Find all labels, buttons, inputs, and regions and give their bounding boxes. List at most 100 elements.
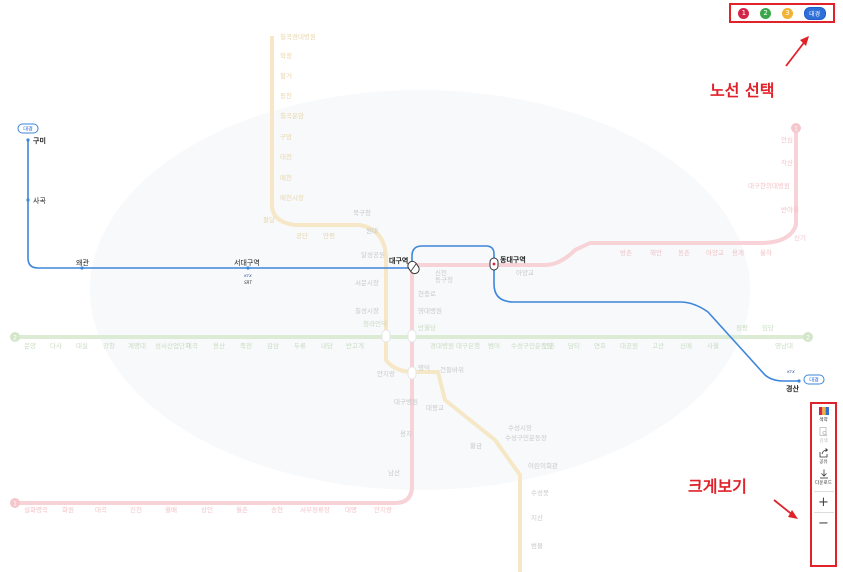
svg-text:대구역: 대구역 <box>389 256 408 265</box>
svg-text:신매: 신매 <box>680 341 692 350</box>
svg-text:동대구역: 동대구역 <box>500 255 526 264</box>
svg-text:강창: 강창 <box>103 341 115 350</box>
svg-text:다사: 다사 <box>50 341 62 350</box>
download-label: 다운로드 <box>815 481 832 486</box>
line-selector: 1 2 3 대경 <box>729 3 835 23</box>
document-search-icon <box>818 427 830 437</box>
zoom-out-button[interactable]: − <box>818 516 829 531</box>
line2-left-badge: 2 <box>13 335 17 342</box>
svg-text:임당: 임당 <box>762 323 774 332</box>
svg-text:원대: 원대 <box>366 226 378 235</box>
line1-right-badge: 1 <box>794 126 798 133</box>
svg-text:수성시장: 수성시장 <box>508 423 532 432</box>
svg-text:사곡: 사곡 <box>33 196 46 205</box>
svg-text:구암: 구암 <box>280 133 292 141</box>
svg-text:서문시장: 서문시장 <box>355 278 379 287</box>
svg-text:영남대: 영남대 <box>775 341 793 350</box>
svg-text:용지: 용지 <box>400 429 412 438</box>
svg-text:범물: 범물 <box>531 541 543 550</box>
station-waegwan[interactable]: 왜관 <box>76 258 89 270</box>
svg-text:동구청: 동구청 <box>435 276 453 284</box>
svg-text:왜관: 왜관 <box>76 258 89 267</box>
terminus-badge-top: 대경 <box>17 123 39 134</box>
svg-text:서대구역: 서대구역 <box>234 258 260 267</box>
svg-text:안지랑: 안지랑 <box>377 369 395 378</box>
svg-text:내당: 내당 <box>321 341 333 350</box>
svg-text:반야월: 반야월 <box>781 205 799 214</box>
svg-text:영대병원: 영대병원 <box>418 306 442 315</box>
svg-text:대공원: 대공원 <box>620 341 638 350</box>
svg-text:아양교: 아양교 <box>516 268 534 277</box>
svg-text:설화명곡: 설화명곡 <box>24 505 48 514</box>
svg-text:대봉교: 대봉교 <box>426 404 444 412</box>
svg-text:수성구민운동장: 수성구민운동장 <box>505 433 547 442</box>
svg-text:태전: 태전 <box>280 152 292 161</box>
download-icon <box>818 469 830 479</box>
share-button[interactable]: 공유 <box>812 448 835 465</box>
station-gyeongsan[interactable]: KTX 경산 <box>786 369 801 393</box>
line1-path <box>13 126 798 505</box>
search-route-button[interactable]: 검색 <box>812 427 835 444</box>
zoom-in-button[interactable]: + <box>818 495 829 510</box>
svg-text:남산: 남산 <box>388 468 400 477</box>
svg-text:황금: 황금 <box>470 441 482 450</box>
share-label: 공유 <box>819 460 828 465</box>
svg-text:연호: 연호 <box>594 342 606 350</box>
station-gumi[interactable]: 구미 <box>26 136 46 145</box>
svg-text:화원: 화원 <box>62 505 74 514</box>
toolbar-divider-2 <box>813 512 834 513</box>
map-toolbar: 색약 검색 공유 다운로드 + − <box>810 402 837 567</box>
svg-text:죽전: 죽전 <box>240 341 252 350</box>
svg-text:아양교: 아양교 <box>706 248 724 257</box>
line-1-button[interactable]: 1 <box>738 7 750 19</box>
svg-text:진천: 진천 <box>130 505 142 514</box>
svg-text:이곡: 이곡 <box>186 341 198 350</box>
svg-text:각산: 각산 <box>781 158 793 167</box>
color-blind-button[interactable]: 색약 <box>812 406 835 423</box>
svg-text:상인: 상인 <box>201 505 213 514</box>
daegyeong-line-path <box>27 140 799 382</box>
line3-labels: 칠곡경대병원 학정 팔거 동천 칠곡운암 구암 태전 매천 매천시장 팔달 공단… <box>263 32 335 240</box>
line-daegyeong-button[interactable]: 대경 <box>803 6 826 20</box>
svg-text:매천시장: 매천시장 <box>280 193 304 202</box>
download-button[interactable]: 다운로드 <box>812 469 835 486</box>
svg-text:대명: 대명 <box>345 505 357 514</box>
annotation-arrows <box>773 36 809 519</box>
svg-text:대실: 대실 <box>76 341 88 350</box>
station-dongdaegu[interactable]: 동대구역 <box>489 255 526 271</box>
svg-text:신천: 신천 <box>435 268 447 277</box>
svg-text:수성구민운동장: 수성구민운동장 <box>511 341 553 350</box>
arrow-to-selector <box>785 39 807 67</box>
station-seodaegu[interactable]: 서대구역 KTX SRT <box>234 258 260 285</box>
svg-text:달성공원: 달성공원 <box>361 250 385 259</box>
svg-text:서부정류장: 서부정류장 <box>300 505 330 514</box>
svg-text:용계: 용계 <box>732 248 744 257</box>
svg-text:만평: 만평 <box>323 231 335 240</box>
line3-terminus-label: 칠곡경대병원 <box>280 32 316 41</box>
svg-text:동천: 동천 <box>280 91 292 100</box>
svg-text:학정: 학정 <box>280 51 292 60</box>
central-labels: 원대 북구청 달성공원 서문시장 칠성시장 신천 명덕 건들바위 대봉교 수성시… <box>353 209 558 550</box>
search-route-label: 검색 <box>819 439 828 444</box>
transfer-rings-background <box>381 329 417 380</box>
srt-mark: SRT <box>244 280 252 285</box>
svg-text:송현: 송현 <box>271 506 283 514</box>
station-sagok[interactable]: 사곡 <box>26 196 46 205</box>
svg-text:경대병원: 경대병원 <box>430 341 454 350</box>
svg-text:수성못: 수성못 <box>531 488 549 497</box>
terminus-badge-end: 대경 <box>803 374 825 385</box>
svg-text:정평: 정평 <box>736 323 748 332</box>
svg-text:명덕: 명덕 <box>418 363 430 372</box>
line-3-button[interactable]: 3 <box>781 7 793 19</box>
svg-text:동촌: 동촌 <box>678 248 690 257</box>
svg-text:해안: 해안 <box>650 248 662 257</box>
station-daegu[interactable]: 대구역 <box>389 256 421 275</box>
daegyeong-line[interactable]: 대경 대경 구미 사곡 왜관 서대구역 KTX SRT 대구역 <box>17 123 825 393</box>
svg-text:칠곡운암: 칠곡운암 <box>280 111 304 120</box>
svg-text:구미: 구미 <box>33 136 46 145</box>
svg-text:대경: 대경 <box>23 125 33 133</box>
line-2-button[interactable]: 2 <box>760 7 772 19</box>
svg-text:방촌: 방촌 <box>620 248 632 257</box>
